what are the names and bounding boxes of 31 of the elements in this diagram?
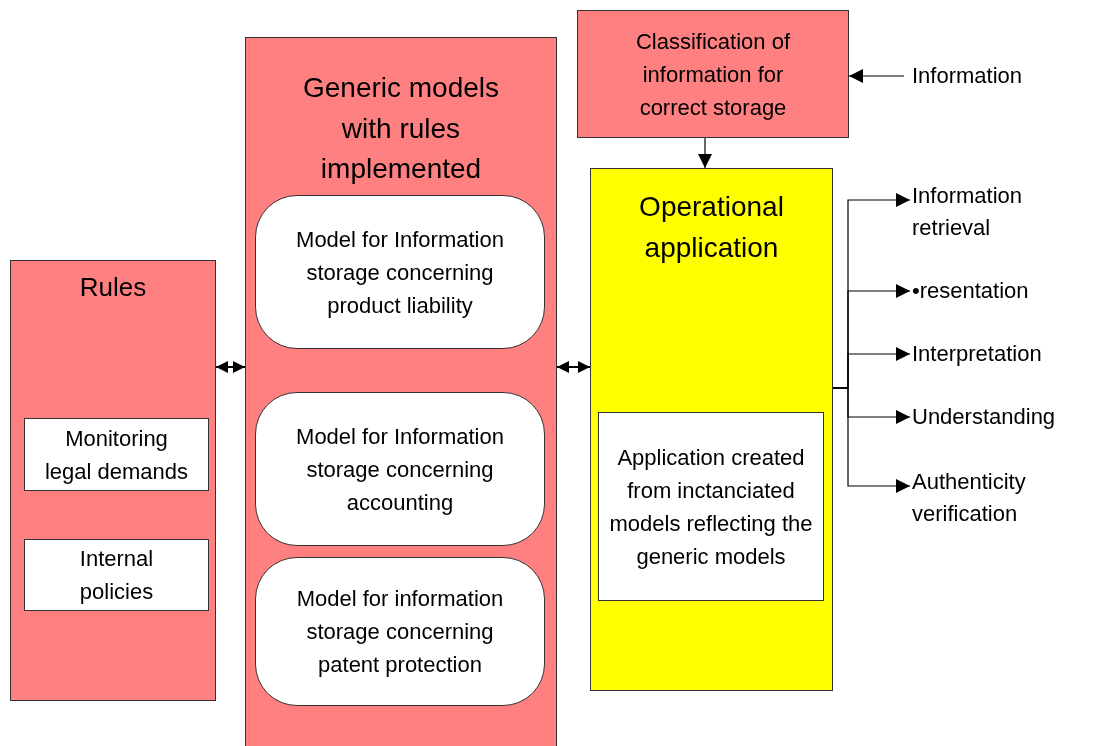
- panel: [10, 260, 216, 701]
- box-text: Classification of information for correct storage: [634, 27, 792, 122]
- box-text: Model for Information storage concerning accounting: [295, 422, 505, 517]
- text-box: [598, 412, 824, 601]
- output-label: Information: [912, 62, 1023, 91]
- output-label: Interpretation: [912, 340, 1042, 369]
- output-label: Understanding: [912, 403, 1056, 432]
- box-text: Monitoring legal demands: [43, 424, 190, 486]
- rounded-box: [255, 392, 545, 546]
- text-box: [24, 539, 209, 611]
- box-text: Model for Information storage concerning product liability: [295, 225, 505, 320]
- arrow: [215, 361, 246, 373]
- panel: [245, 37, 557, 746]
- panel: [577, 10, 849, 138]
- output-label: Authenticity verification: [912, 468, 1027, 528]
- panel-heading: Rules: [78, 271, 148, 304]
- arrow: [832, 387, 911, 493]
- box-text: Internal policies: [78, 545, 155, 606]
- arrow: [698, 137, 712, 169]
- output-label: •resentation: [912, 277, 1029, 306]
- text-box: [24, 418, 209, 491]
- arrow: [848, 69, 905, 83]
- panel-heading: Generic models with rules implemented: [301, 71, 501, 187]
- rounded-box: [255, 195, 545, 349]
- arrow: [556, 361, 591, 373]
- panel: [590, 168, 833, 691]
- output-label: Information retrieval: [912, 182, 1024, 242]
- panel-heading: Operational application: [638, 190, 785, 265]
- box-text: Model for information storage concerning patent protection: [295, 585, 505, 679]
- box-text: Application created from inctanciated models reflecting the generic models: [608, 443, 814, 571]
- rounded-box: [255, 557, 545, 706]
